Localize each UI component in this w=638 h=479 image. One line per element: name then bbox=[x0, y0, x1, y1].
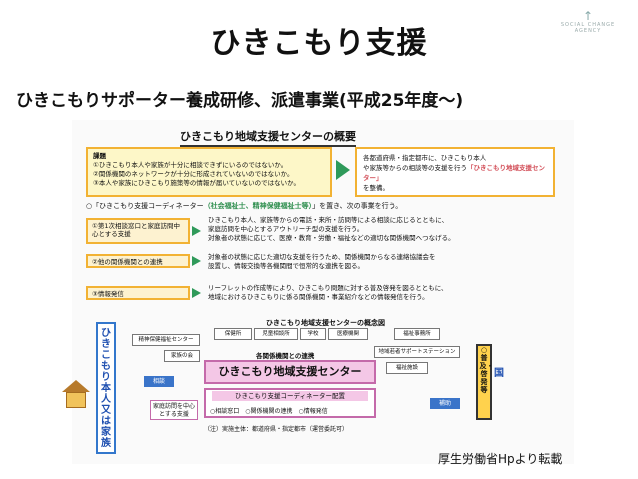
function-1-desc: ひきこもり本人、家族等からの電話・来所・訪問等による相談に応じるとともに、 家庭… bbox=[208, 216, 558, 243]
issue-line: ②関係機関のネットワークが十分に形成されていないのではないか。 bbox=[93, 170, 294, 178]
issues-heading: 課題 bbox=[93, 152, 106, 160]
logo-text: SOCIAL CHANGE AGENCY bbox=[560, 22, 616, 34]
org-box: 保健所 bbox=[214, 328, 252, 340]
result-line: 各都道府県・指定都市に、ひきこもり本人 bbox=[363, 154, 487, 162]
person-label: ひきこもり本人又は家族 bbox=[96, 322, 116, 454]
desc-line: リーフレットの作成等により、ひきこもり問題に対する普及啓発を図るとともに、 bbox=[208, 284, 448, 292]
source-credit: 厚生労働省Hpより転載 bbox=[438, 452, 563, 466]
desc-line: 家庭訪問を中心とするアウトリーチ型の支援を行う。 bbox=[208, 225, 364, 233]
subsidy-arrow: 補助 bbox=[430, 398, 460, 409]
placement-label: ひきこもり支援コーディネーター配置 bbox=[212, 391, 368, 401]
right-arrow-icon bbox=[192, 288, 201, 298]
concept-title: ひきこもり地域支援センターの概念図 bbox=[266, 319, 385, 327]
consult-arrow: 相談 bbox=[144, 376, 174, 387]
desc-line: ひきこもり本人、家族等からの電話・来所・訪問等による相談に応じるとともに、 bbox=[208, 216, 449, 224]
desc-line: 対象者の状態に応じた適切な支援を行うため、関係機関からなる連絡協議会を bbox=[208, 253, 436, 261]
org-box: 地域若者サポートステーション bbox=[374, 346, 460, 358]
desc-line: 設置し、情報交換等各機関間で恒常的な連携を図る。 bbox=[208, 262, 364, 270]
org-box: 児童相談所 bbox=[254, 328, 298, 340]
function-2-label: ②他の関係機関との連携 bbox=[86, 254, 190, 268]
function-1-label: ①第1次相談窓口と家庭訪問中心とする支援 bbox=[86, 218, 190, 244]
org-box: 福祉事務所 bbox=[394, 328, 440, 340]
visit-label: 家庭訪問を中心とする支援 bbox=[150, 400, 198, 420]
center-box: ひきこもり地域支援センター bbox=[204, 360, 376, 384]
placement-functions: ○相談窓口 ○関係機関の連携 ○情報発信 bbox=[210, 408, 328, 415]
up-arrow-icon: ↑ bbox=[582, 9, 594, 23]
result-text: や家族等からの相談等の支援を行う bbox=[363, 164, 467, 172]
coordinator-prefix: ○「ひきこもり支援コーディネーター bbox=[86, 202, 204, 210]
gov-functions-text: ○普及・啓発等 bbox=[479, 346, 494, 394]
right-arrow-icon bbox=[192, 226, 201, 236]
result-line: や家族等からの相談等の支援を行う「ひきこもり地域支援センター」 bbox=[363, 163, 547, 183]
right-arrow-icon bbox=[336, 160, 350, 180]
slide-subtitle: ひきこもりサポーター養成研修、派遣事業(平成25年度〜) bbox=[16, 91, 464, 111]
right-arrow-icon bbox=[192, 256, 201, 266]
desc-line: 地域におけるひきこもりに係る関係機関・事業紹介などの情報発信を行う。 bbox=[208, 293, 429, 301]
network-label: 各関係機関との連携 bbox=[256, 352, 315, 360]
issues-box: 課題 ①ひきこもり本人や家族が十分に相談できずにいるのではないか。 ②関係機関の… bbox=[86, 147, 332, 197]
logo: ↑ SOCIAL CHANGE AGENCY bbox=[552, 10, 624, 34]
slide-title: ひきこもり支援 bbox=[210, 26, 428, 61]
issue-line: ③本人や家族にひきこもり施策等の情報が届いていないのではないか。 bbox=[93, 179, 301, 187]
org-box: 福祉施設 bbox=[386, 362, 428, 374]
coordinator-suffix: 」を置き、次の事業を行う。 bbox=[312, 202, 403, 210]
figure-title: ひきこもり地域支援センターの概要 bbox=[180, 128, 356, 147]
coordinator-qualification: （社会福祉士、精神保健福祉士等） bbox=[203, 202, 313, 210]
gov-label: 国 bbox=[494, 368, 504, 379]
org-box: 学校 bbox=[300, 328, 326, 340]
function-2-desc: 対象者の状態に応じた適切な支援を行うため、関係機関からなる連絡協議会を 設置し、… bbox=[208, 253, 558, 271]
result-highlight: 「ひきこもり地域支援センター」 bbox=[363, 164, 545, 182]
org-box: 医療機関 bbox=[328, 328, 368, 340]
desc-line: 対象者の状態に応じて、医療・教育・労働・福祉などの適切な関係機関へつなげる。 bbox=[208, 234, 455, 242]
org-box: 精神保健福祉センター bbox=[132, 334, 200, 346]
result-line: を整備。 bbox=[363, 184, 389, 192]
person-label-text: ひきこもり本人又は家族 bbox=[101, 328, 111, 449]
figure-note: （注）実施主体：都道府県・指定都市（運営委託可） bbox=[204, 426, 349, 433]
function-3-desc: リーフレットの作成等により、ひきこもり問題に対する普及啓発を図るとともに、 地域… bbox=[208, 284, 558, 302]
gov-functions: ○普及・啓発等 bbox=[476, 344, 494, 420]
coordinator-line: ○「ひきこもり支援コーディネーター（社会福祉士、精神保健福祉士等）」を置き、次の… bbox=[86, 201, 402, 211]
org-box: 家族の会 bbox=[164, 350, 200, 362]
result-box: 各都道府県・指定都市に、ひきこもり本人 や家族等からの相談等の支援を行う「ひきこ… bbox=[355, 147, 555, 197]
issue-line: ①ひきこもり本人や家族が十分に相談できずにいるのではないか。 bbox=[93, 161, 288, 169]
function-3-label: ③情報発信 bbox=[86, 286, 190, 300]
house-icon bbox=[62, 380, 90, 410]
